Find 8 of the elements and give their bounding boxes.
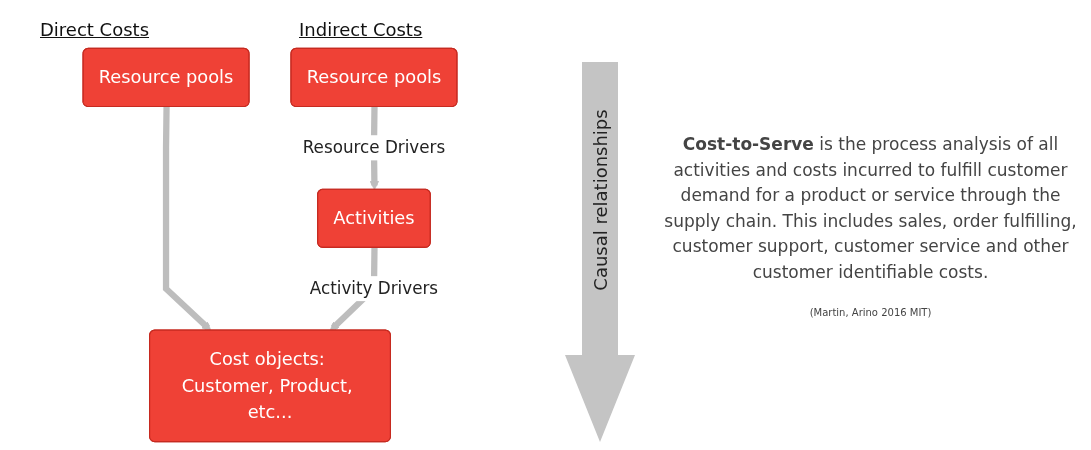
description-paragraph: Cost-to-Serve is the process analysis of all activities and costs incurred to fulfill customer demand for a product or service through the supply chain. This includes sales, order fulfilling, customer support, customer service and other customer identifiable costs.: [663, 133, 1078, 284]
column-heading: Indirect Costs: [299, 19, 423, 40]
arrow-caption: Causal relationships: [590, 109, 611, 291]
arrow: [162, 106, 212, 332]
column-heading: Direct Costs: [40, 19, 149, 40]
edge-label: Activity Drivers: [309, 278, 439, 299]
citation: (Martin, Arino 2016 MIT): [809, 307, 932, 318]
edge-label: Resource Drivers: [302, 137, 446, 158]
